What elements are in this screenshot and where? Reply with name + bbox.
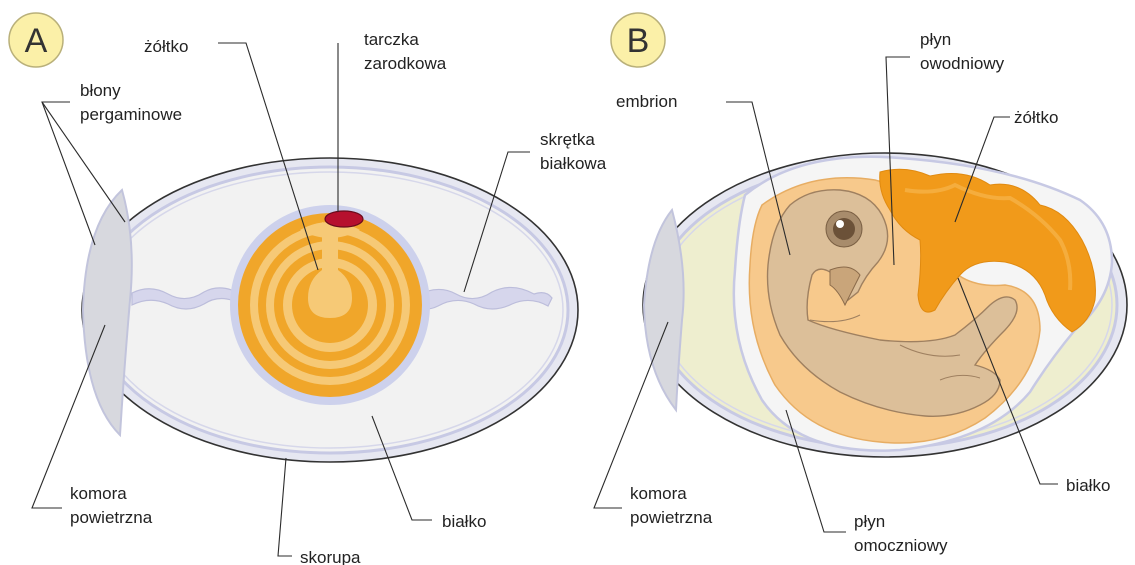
egg-b-air-cell	[644, 210, 684, 410]
label-a-blony-1: błony	[80, 81, 121, 100]
label-a-komora-1: komora	[70, 484, 127, 503]
label-a-skorupa: skorupa	[300, 548, 361, 565]
panel-b-badge-text: B	[627, 22, 650, 60]
label-b-plyn-owod-2: owodniowy	[920, 54, 1005, 73]
label-a-skretka-2: białkowa	[540, 154, 607, 173]
label-b-komora-1: komora	[630, 484, 687, 503]
egg-a-germinal-disc	[325, 211, 363, 227]
label-b-plyn-omocz-2: omoczniowy	[854, 536, 948, 555]
leader-b-komora	[594, 322, 668, 508]
label-b-zoltko: żółtko	[1014, 108, 1058, 127]
label-b-komora-2: powietrzna	[630, 508, 713, 527]
label-a-zoltko: żółtko	[144, 37, 188, 56]
label-a-tarczka-2: zarodkowa	[364, 54, 447, 73]
panel-a: A żółtko tarczka	[9, 13, 607, 565]
leader-a-komora	[32, 325, 105, 508]
label-b-plyn-owod-1: płyn	[920, 30, 951, 49]
panel-a-badge-text: A	[25, 22, 48, 60]
panel-b-badge: B	[611, 13, 665, 67]
label-b-bialko: białko	[1066, 476, 1110, 495]
egg-a-air-cell	[83, 190, 132, 435]
label-a-bialko: białko	[442, 512, 486, 531]
label-b-embrion: embrion	[616, 92, 677, 111]
label-a-komora-2: powietrzna	[70, 508, 153, 527]
label-a-blony-2: pergaminowe	[80, 105, 182, 124]
panel-b: B embri	[594, 13, 1127, 555]
leader-a-skorupa	[278, 458, 292, 556]
label-b-plyn-omocz-1: płyn	[854, 512, 885, 531]
panel-a-badge: A	[9, 13, 63, 67]
label-a-skretka-1: skrętka	[540, 130, 595, 149]
label-a-tarczka-1: tarczka	[364, 30, 419, 49]
